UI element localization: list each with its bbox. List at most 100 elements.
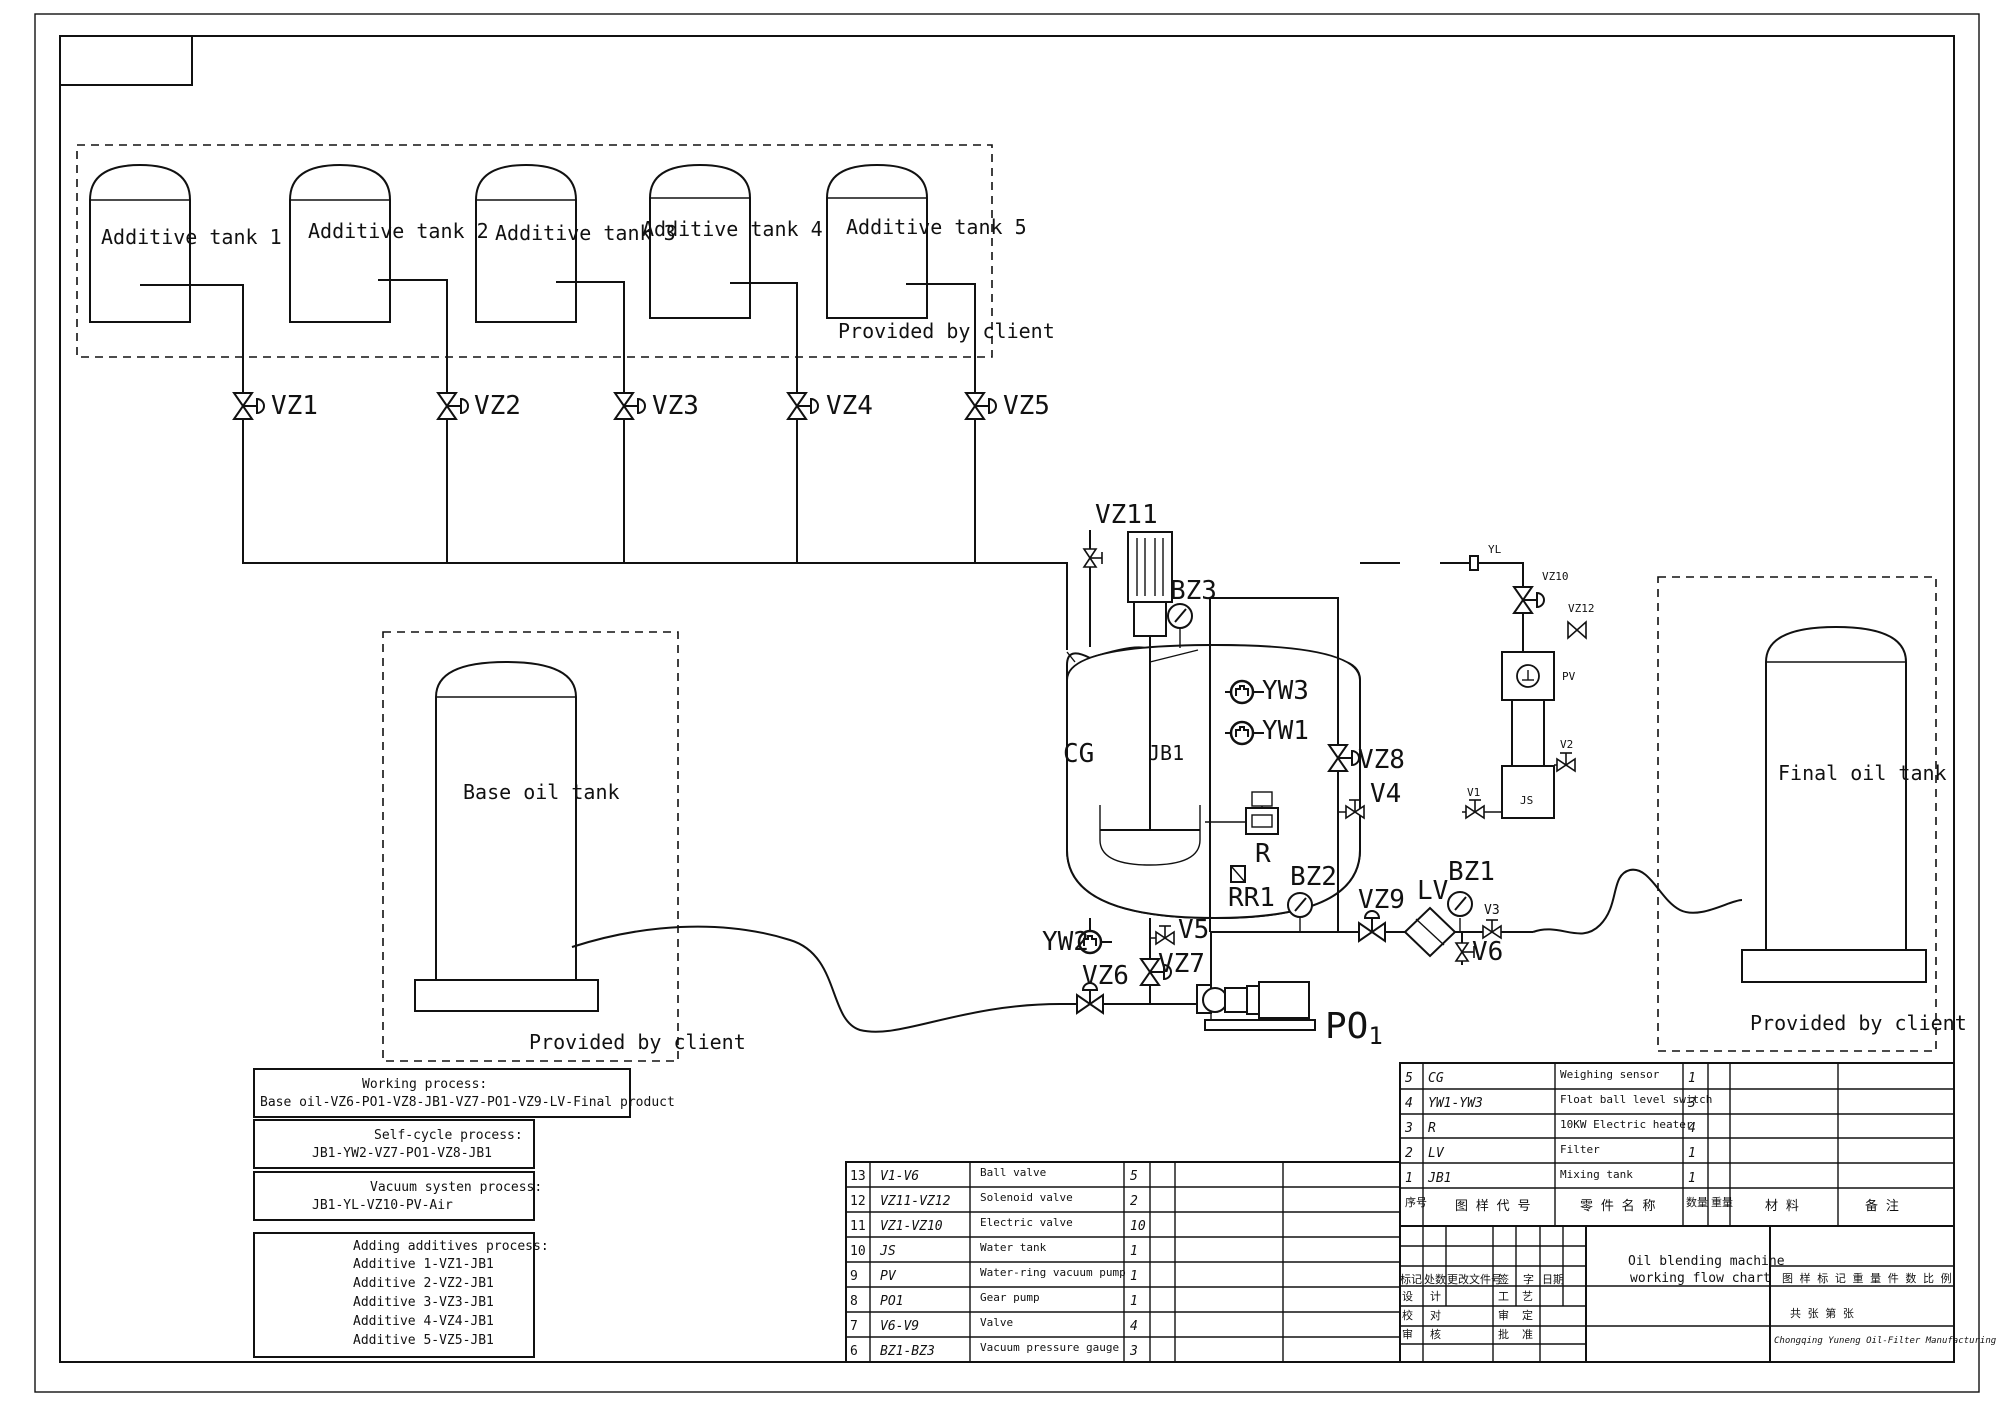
vz9-label: VZ9 (1358, 885, 1405, 915)
bom-left-name-10: Water tank (980, 1241, 1047, 1254)
vz5-valve-icon[interactable] (965, 392, 997, 420)
mixing-tank-body (1066, 643, 1361, 920)
cn-header-5: 字 (1523, 1272, 1534, 1286)
v1-valve-icon[interactable] (1465, 799, 1485, 819)
bom-right-code-1: JB1 (1427, 1171, 1451, 1186)
agitator (1099, 645, 1201, 866)
bom-right-header: 序号 图 样 代 号 零 件 名 称 数量 重量 材 料 备 注 (1405, 1195, 1899, 1214)
base-oil-tank-label: Base oil tank (463, 780, 620, 804)
bom-left-code-12: VZ11-VZ12 (880, 1194, 951, 1209)
bom-left-code-11: VZ1-VZ10 (880, 1219, 943, 1234)
v4-label: V4 (1370, 779, 1401, 809)
v2-label: V2 (1560, 738, 1573, 751)
vz9-valve-icon[interactable] (1358, 910, 1386, 942)
additive-tank-5-label: Additive tank 5 (846, 215, 1027, 239)
vz8-label: VZ8 (1358, 745, 1405, 775)
v5-valve-icon[interactable] (1155, 925, 1175, 945)
additive-tank-3-label: Additive tank 3 (495, 221, 676, 245)
base-oil-suction-line (571, 925, 1200, 1033)
base-oil-provided-label: Provided by client (529, 1030, 746, 1054)
bz3-gauge-icon (1167, 603, 1193, 629)
rr1-sensor (1230, 865, 1246, 883)
v6-label: V6 (1472, 937, 1503, 967)
bom-left-code-9: PV (880, 1269, 897, 1284)
vz1-valve-icon[interactable] (233, 392, 265, 420)
bom-left-no-8: 8 (850, 1294, 858, 1309)
bom-left-no-11: 11 (850, 1219, 866, 1234)
drawing-title-line2: working flow chart (1630, 1271, 1771, 1286)
additive-tank-1-label: Additive tank 1 (101, 225, 282, 249)
adding-line-3: Additive 3-VZ3-JB1 (353, 1295, 494, 1310)
bom-right-no-3: 3 (1404, 1121, 1413, 1136)
vz11-valve-icon[interactable] (1083, 548, 1103, 568)
corner-box (59, 35, 193, 86)
bom-right-name-1: Mixing tank (1560, 1168, 1633, 1181)
yl-label: YL (1488, 543, 1502, 556)
lv-label: LV (1417, 876, 1448, 906)
final-oil-provided-label: Provided by client (1750, 1011, 1967, 1035)
additive-tank-4 (649, 163, 751, 319)
bom-left-name-8: Gear pump (980, 1291, 1040, 1304)
bom-left-code-8: PO1 (880, 1294, 903, 1309)
company-name: Chongqing Yuneng Oil-Filter Manufacturin… (1774, 1336, 2000, 1346)
v3-valve-icon[interactable] (1482, 919, 1502, 939)
v5-label: V5 (1178, 915, 1209, 945)
vz12-label: VZ12 (1568, 602, 1595, 615)
sig-a-2: 审 (1402, 1327, 1413, 1341)
adding-line-4: Additive 4-VZ4-JB1 (353, 1314, 494, 1329)
vz12-valve-icon[interactable] (1567, 620, 1587, 640)
bz2-label: BZ2 (1290, 862, 1337, 892)
base-oil-region (382, 631, 679, 1062)
sig-b-2: 核 (1430, 1327, 1441, 1341)
bom-right-no-2: 2 (1405, 1146, 1413, 1161)
po1-label: PO1 (1325, 1006, 1383, 1050)
bom-left-no-9: 9 (850, 1269, 858, 1284)
filter-lv (1403, 906, 1457, 958)
svg-text:重量: 重量 (1711, 1195, 1733, 1209)
vz7-label: VZ7 (1158, 949, 1205, 979)
vz3-valve-icon[interactable] (614, 392, 646, 420)
sig-a-1: 校 (1402, 1308, 1413, 1322)
vz4-valve-icon[interactable] (787, 392, 819, 420)
bom-left-code-7: V6-V9 (880, 1319, 919, 1334)
cn-header-1: 标记 (1400, 1272, 1422, 1286)
cn-header-4: 签 (1498, 1272, 1509, 1286)
bom-right-name-2: Filter (1560, 1143, 1600, 1156)
bom-left-no-13: 13 (850, 1169, 866, 1184)
bom-left-name-6: Vacuum pressure gauge (980, 1341, 1119, 1354)
vacuum-process-title: Vacuum systen process: (370, 1180, 542, 1195)
sig-b-0: 计 (1430, 1290, 1441, 1303)
bom-left-qty-8: 1 (1130, 1294, 1138, 1309)
working-process-body: Base oil-VZ6-PO1-VZ8-JB1-VZ7-PO1-VZ9-LV-… (260, 1095, 675, 1110)
svg-text:零 件 名 称: 零 件 名 称 (1580, 1198, 1655, 1214)
js-label: JS (1520, 794, 1533, 807)
jb1-label: JB1 (1148, 741, 1184, 765)
final-oil-tank-label: Final oil tank (1778, 761, 1947, 785)
vacuum-pump-pv (1501, 651, 1555, 766)
yw3-label: YW3 (1262, 676, 1309, 706)
pv-label: PV (1562, 670, 1576, 683)
svg-text:序号: 序号 (1405, 1195, 1427, 1209)
v3-label: V3 (1484, 903, 1500, 918)
cg-label: CG (1063, 739, 1094, 769)
bom-right-name-5: Weighing sensor (1560, 1068, 1660, 1081)
bom-left-qty-11: 10 (1130, 1219, 1146, 1234)
vz11-tee (1066, 651, 1076, 663)
adding-line-2: Additive 2-VZ2-JB1 (353, 1276, 494, 1291)
title-block-signatures: 设计工艺校对审定审核批准 (1402, 1290, 1533, 1341)
title-block (1399, 1225, 1955, 1363)
vz10-valve-icon[interactable] (1513, 586, 1545, 614)
bz1-gauge-icon (1447, 891, 1473, 917)
bom-right-name-4: Float ball level switch (1560, 1093, 1712, 1106)
bom-right-qty-4: 3 (1687, 1096, 1696, 1111)
cn-header-3: 更改文件号 (1447, 1272, 1502, 1286)
tank-top-flange (1149, 649, 1199, 663)
bom-left-qty-9: 1 (1130, 1269, 1138, 1284)
sig-d-0: 艺 (1522, 1290, 1533, 1303)
bom-right-code-2: LV (1428, 1146, 1445, 1161)
v2-valve-icon[interactable] (1556, 752, 1576, 772)
vz6-label: VZ6 (1082, 961, 1129, 991)
vz2-valve-icon[interactable] (437, 392, 469, 420)
